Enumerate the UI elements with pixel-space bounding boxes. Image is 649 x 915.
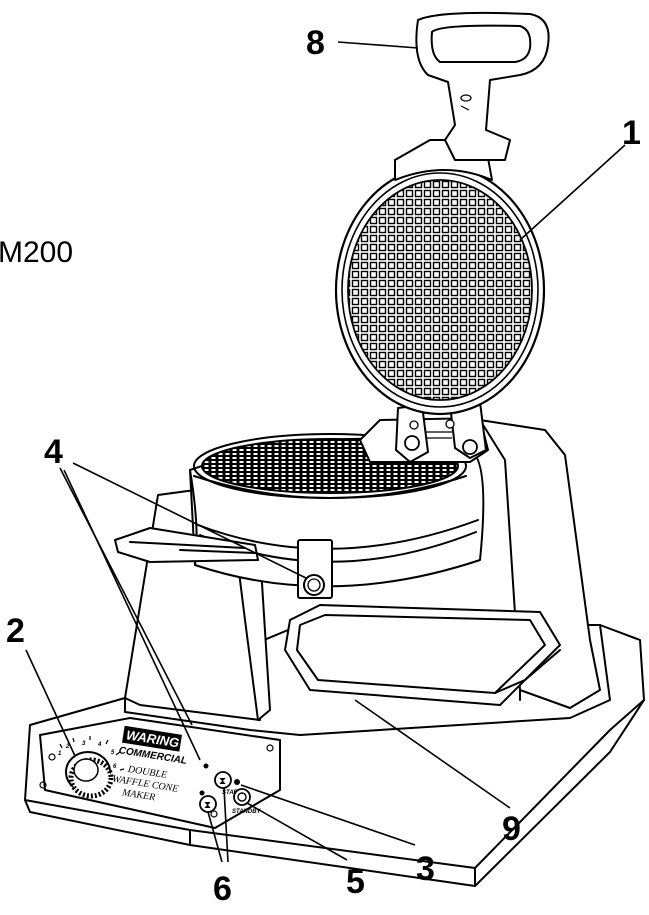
upper-handle[interactable] [415, 11, 550, 161]
callout-9: 9 [502, 810, 521, 848]
hourglass-icon: ⧗ [204, 800, 211, 811]
drip-tray [284, 604, 561, 706]
hinge [359, 401, 489, 463]
temperature-dial[interactable] [65, 751, 114, 799]
dial-mark: 4 [97, 742, 102, 748]
dial-mark: 1 [58, 751, 62, 757]
callout-5: 5 [346, 863, 365, 901]
start-timer-button-upper[interactable]: ⧗ [214, 771, 232, 789]
start-label: START [222, 790, 243, 796]
dial-mark: 6 [113, 764, 117, 770]
rotation-knob[interactable] [297, 539, 333, 599]
callout-3: 3 [416, 850, 435, 888]
callout-2: 2 [6, 612, 25, 650]
dial-mark: 2 [65, 744, 70, 750]
hourglass-icon: ⧗ [219, 776, 226, 787]
callout-6: 6 [213, 870, 232, 908]
brand-logo: WARING COMMERCIAL DOUBLE WAFFLE CONE MAK… [111, 725, 188, 803]
start-timer-button-lower[interactable]: ⧗ [199, 795, 217, 813]
model-label: M200 [0, 236, 73, 269]
callout-8: 8 [306, 24, 325, 62]
ready-light-2 [199, 790, 205, 796]
control-panel [39, 717, 281, 829]
dial-mark: 5 [111, 750, 115, 756]
dial-mark: 3 [82, 741, 86, 747]
standby-button[interactable] [233, 788, 251, 806]
callout-4: 4 [44, 433, 63, 471]
leader-lines [25, 41, 626, 863]
lower-handle[interactable] [114, 527, 259, 563]
standby-light [234, 779, 240, 785]
callout-1: 1 [622, 114, 641, 152]
upper-waffle-grid [334, 139, 546, 416]
dial-scale: 1 2 3 4 5 6 [58, 736, 125, 771]
ready-light [203, 763, 209, 769]
standby-label: STANDBY [232, 809, 262, 815]
product-line-3: MAKER [120, 787, 156, 803]
